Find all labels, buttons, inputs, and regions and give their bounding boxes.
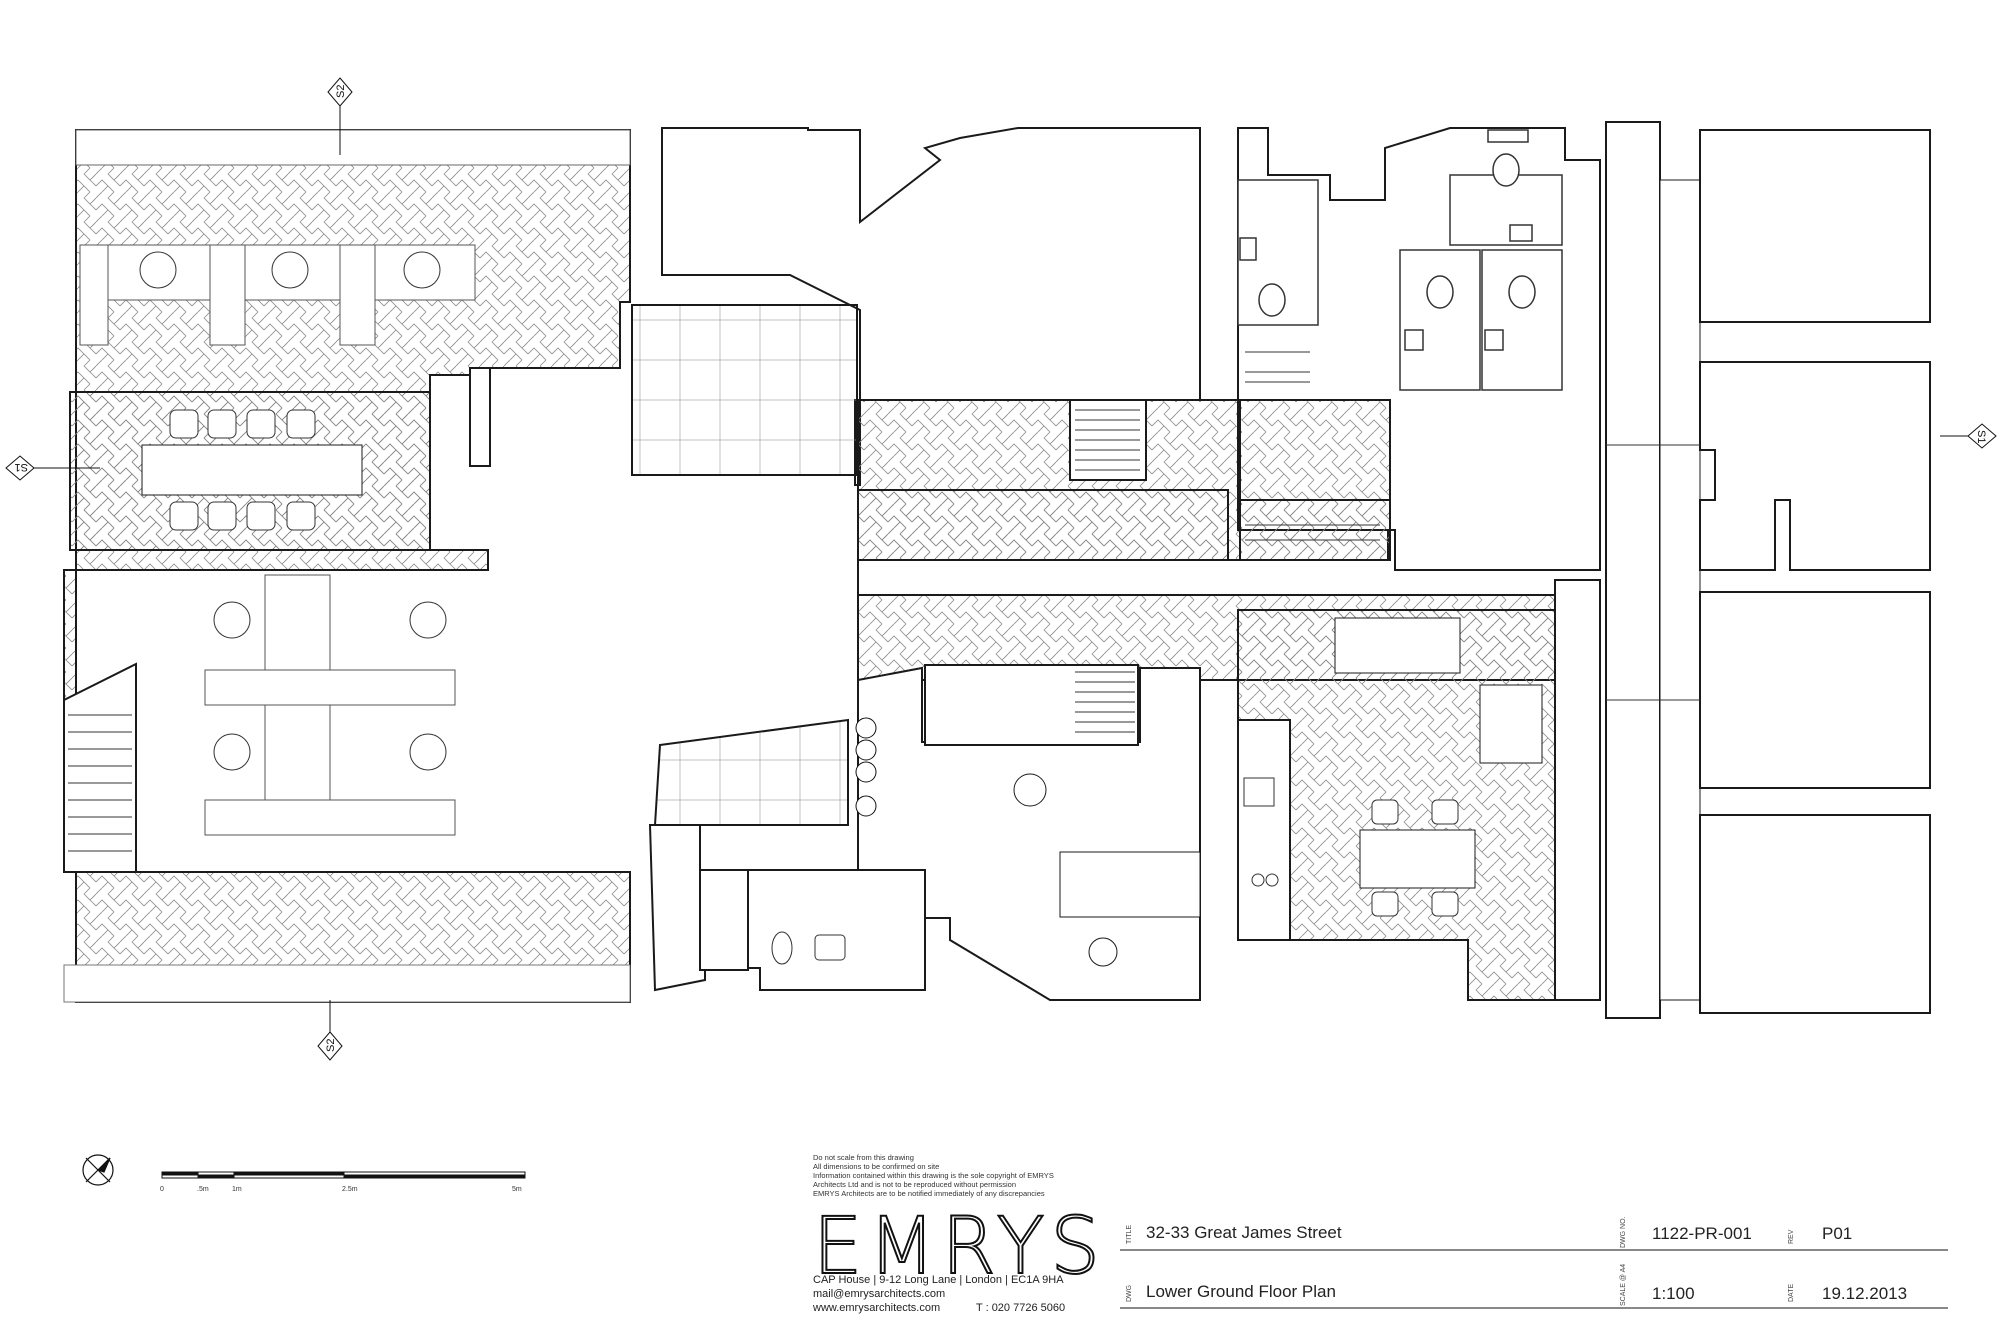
- scale-label-1m: 1m: [232, 1186, 242, 1193]
- revision: P01: [1822, 1224, 1853, 1243]
- practice-address: CAP House | 9-12 Long Lane | London | EC…: [813, 1274, 1064, 1286]
- vaults: [1605, 121, 1931, 1019]
- logo-text: EMRYS: [812, 1202, 1106, 1292]
- note-line: Information contained within this drawin…: [813, 1171, 1054, 1180]
- left-wing: [63, 129, 631, 1003]
- drawing-title: 32-33 Great James Street: [1146, 1223, 1342, 1242]
- title-block-lines: [1120, 1249, 1948, 1309]
- drawing-date: 19.12.2013: [1822, 1284, 1908, 1303]
- date-label: DATE: [1788, 1283, 1795, 1302]
- scale-label-5m: 5m: [512, 1186, 522, 1193]
- scale-label-half: .5m: [197, 1186, 209, 1193]
- scale-bar: [161, 1171, 526, 1179]
- note-line: EMRYS Architects are to be notified imme…: [813, 1189, 1045, 1198]
- drawing-scale: 1:100: [1652, 1284, 1695, 1303]
- rev-label: REV: [1788, 1229, 1795, 1244]
- central-wing: [631, 127, 1594, 1001]
- practice-phone: T : 020 7726 5060: [976, 1302, 1066, 1314]
- drawing-name: Lower Ground Floor Plan: [1146, 1282, 1336, 1301]
- drawing-notes: Do not scale from this drawing All dimen…: [813, 1153, 1054, 1198]
- section-markers: [5, 77, 1997, 1061]
- scale-label-0: 0: [160, 1186, 164, 1193]
- scale-label-2-5m: 2.5m: [342, 1186, 358, 1193]
- scale-label: SCALE @ A4: [1620, 1263, 1627, 1306]
- practice-logo: EMRYS: [812, 1202, 1106, 1292]
- dwg-no-label: DWG NO.: [1620, 1216, 1627, 1249]
- north-arrow-icon: [82, 1154, 114, 1186]
- section-marker-top: S2: [335, 85, 347, 98]
- note-line: Architects Ltd and is not to be reproduc…: [813, 1180, 1017, 1189]
- dwg-label: DWG: [1126, 1284, 1133, 1302]
- right-centre-wing: [1237, 127, 1601, 1001]
- note-line: Do not scale from this drawing: [813, 1153, 914, 1162]
- title-label: TITLE: [1126, 1224, 1133, 1244]
- practice-email: mail@emrysarchitects.com: [813, 1288, 946, 1300]
- note-line: All dimensions to be confirmed on site: [813, 1162, 940, 1171]
- section-marker-left: S1: [15, 461, 28, 473]
- practice-website: www.emrysarchitects.com: [813, 1302, 941, 1314]
- section-marker-right: S1: [1975, 430, 1987, 443]
- drawing-number: 1122-PR-001: [1652, 1224, 1752, 1243]
- section-marker-bottom: S2: [325, 1039, 337, 1052]
